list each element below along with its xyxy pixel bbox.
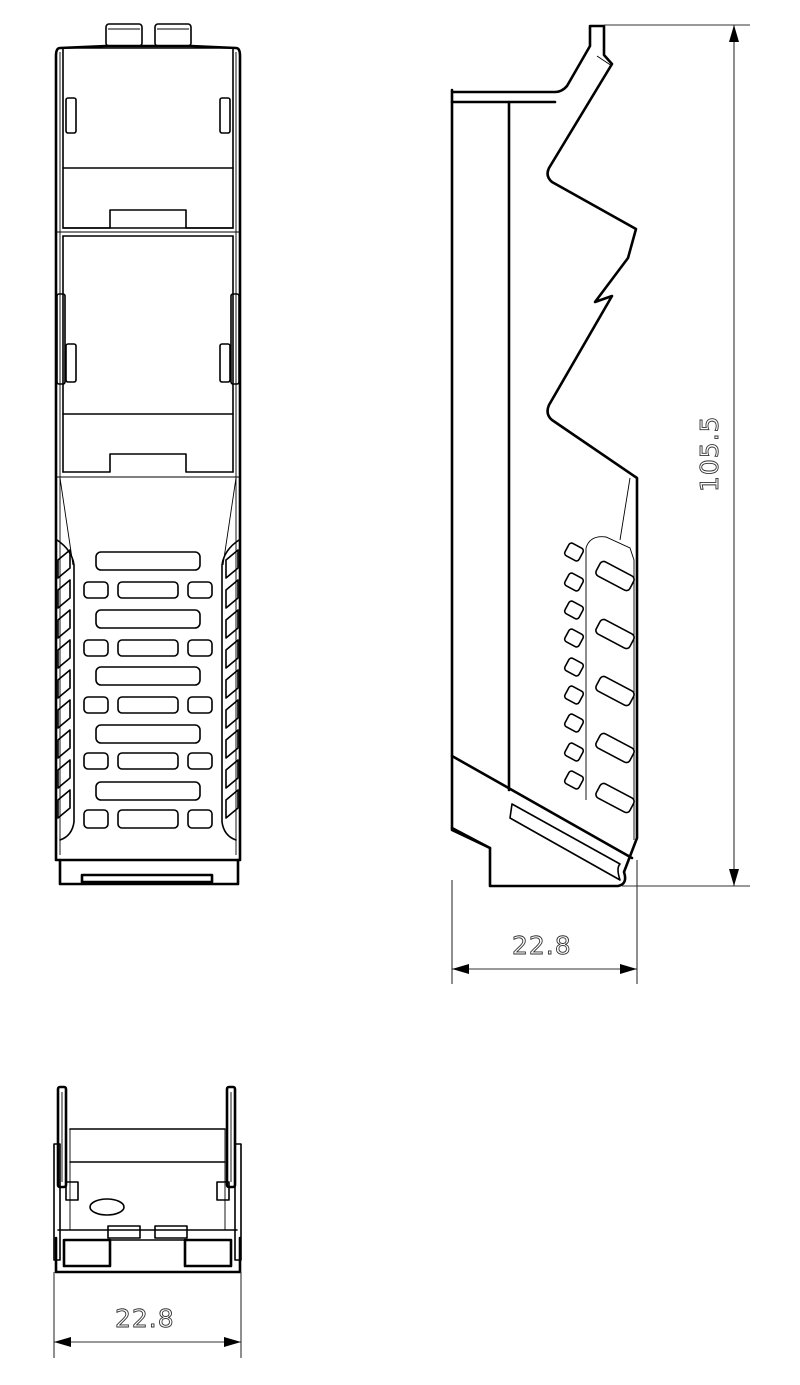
top-view: 22.8 xyxy=(53,1085,242,1358)
side-depth-dimension-label: 22.8 xyxy=(512,931,572,960)
vent-slots-front xyxy=(83,551,213,829)
side-ribs-left xyxy=(57,549,71,819)
side-view: 105.5 22.8 xyxy=(450,24,750,984)
height-dimension-label: 105.5 xyxy=(695,415,724,492)
side-depth-dimension: 22.8 xyxy=(451,860,638,984)
height-dimension: 105.5 xyxy=(604,24,750,887)
top-width-dimension-label: 22.8 xyxy=(115,1304,175,1333)
top-width-dimension: 22.8 xyxy=(53,1272,242,1358)
side-ribs-right xyxy=(225,549,239,819)
terminal-connectors xyxy=(105,23,192,47)
vent-slots-side xyxy=(563,542,635,814)
front-view xyxy=(54,23,242,886)
mounting-hole-icon xyxy=(89,1198,125,1216)
